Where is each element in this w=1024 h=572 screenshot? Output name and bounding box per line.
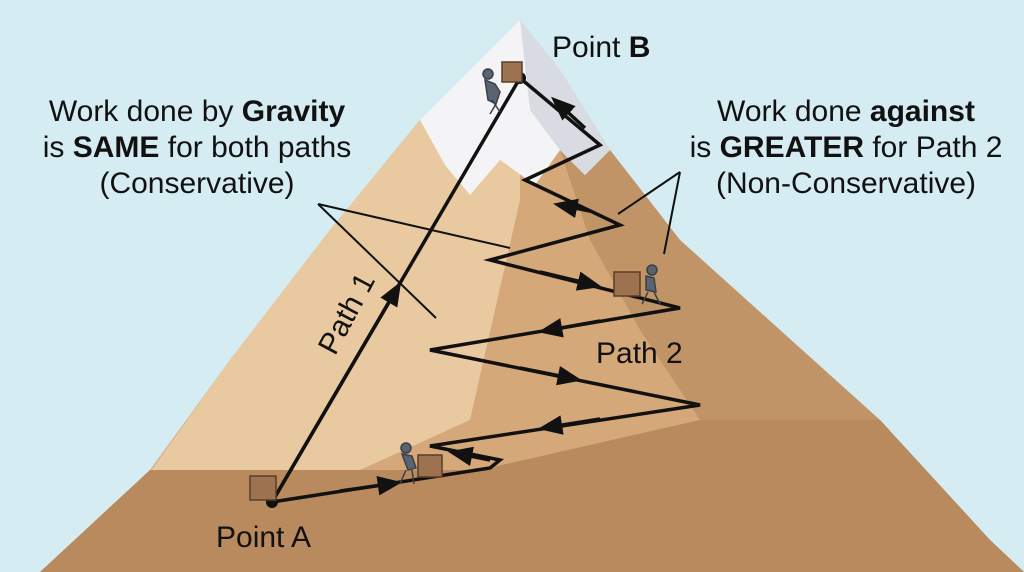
path-2-label: Path 2 bbox=[596, 337, 683, 370]
friction-note-line-2: is GREATER for Path 2 bbox=[689, 131, 1003, 164]
mountain-light-face bbox=[130, 20, 520, 520]
gravity-note: Work done by Gravity is SAME for both pa… bbox=[22, 94, 372, 202]
box-icon bbox=[613, 271, 641, 297]
climber-icon bbox=[482, 68, 501, 115]
path-2-arrow bbox=[519, 365, 583, 386]
point-b-label: Point B bbox=[552, 31, 651, 64]
path-2-arrow bbox=[447, 446, 491, 467]
path-2-arrow bbox=[537, 415, 601, 435]
friction-pointer bbox=[617, 171, 681, 215]
gravity-note-line-1: Work done by Gravity bbox=[48, 95, 346, 128]
box-icon bbox=[249, 475, 277, 501]
friction-note: Work done against is GREATER for Path 2 … bbox=[676, 94, 1016, 202]
gravity-pointer bbox=[317, 203, 437, 319]
path-2-arrow bbox=[550, 96, 587, 130]
gravity-pointer bbox=[317, 203, 511, 249]
path-2-arrow bbox=[539, 270, 602, 291]
mountain-foothill bbox=[40, 420, 1024, 572]
path-2-arrow bbox=[537, 318, 601, 338]
gravity-note-line-2: is SAME for both paths bbox=[42, 131, 352, 164]
path-1-arrow bbox=[270, 281, 402, 503]
path-2-arrow bbox=[339, 475, 403, 496]
friction-note-line-3: (Non-Conservative) bbox=[715, 167, 977, 200]
path-2-arrow bbox=[552, 198, 591, 219]
gravity-note-line-3: (Conservative) bbox=[99, 167, 295, 200]
friction-pointer bbox=[663, 171, 681, 255]
box-icon bbox=[501, 61, 523, 83]
box-icon bbox=[417, 454, 443, 478]
climber-icon bbox=[641, 264, 661, 305]
friction-note-line-1: Work done against bbox=[717, 95, 975, 128]
point-a-label: Point A bbox=[216, 521, 312, 554]
climber-icon bbox=[399, 442, 417, 485]
